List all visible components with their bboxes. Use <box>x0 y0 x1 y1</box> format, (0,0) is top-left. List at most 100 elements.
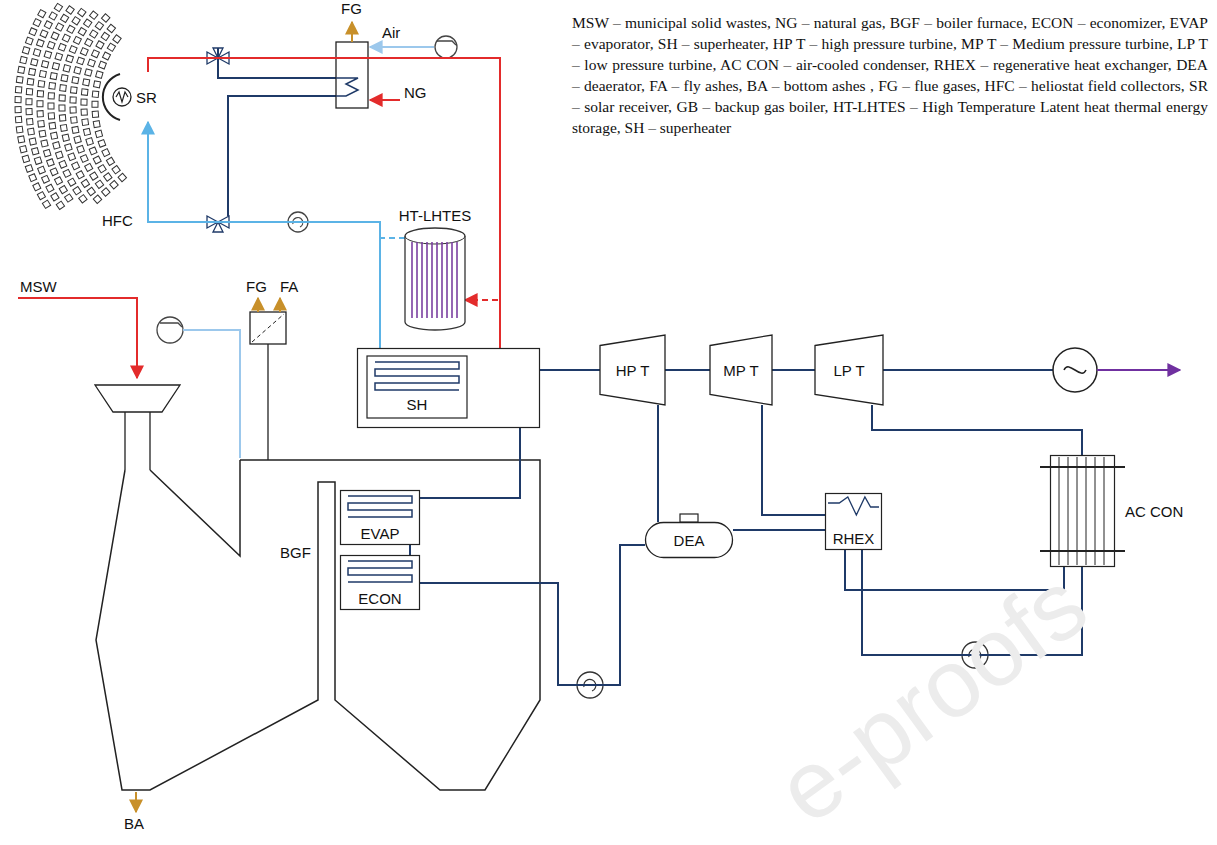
pcm-tube <box>421 242 423 318</box>
heliostat-mirror <box>54 3 62 11</box>
receiver-coil <box>116 92 128 102</box>
heliostat-mirror <box>61 75 68 82</box>
pipe-connector <box>420 428 520 498</box>
heliostat-mirror <box>85 39 93 47</box>
pcm-tube <box>451 242 453 318</box>
component-label: LP T <box>833 362 864 379</box>
pipe-connector <box>409 545 411 555</box>
heliostat-mirror <box>98 140 106 148</box>
condenser-tube <box>1104 457 1105 565</box>
heliostat-mirror <box>68 178 76 186</box>
heliostat-mirror <box>60 85 67 92</box>
heliostat-mirror <box>37 101 43 107</box>
component-label: ECON <box>358 590 401 607</box>
turbine: MP T <box>710 335 772 405</box>
heliostat-mirror <box>73 36 81 44</box>
heliostat-mirror <box>83 128 90 135</box>
heliostat-mirror <box>93 121 100 128</box>
heliostat-mirror <box>33 19 41 27</box>
heliostat-mirror <box>48 113 54 119</box>
heliostat-mirror <box>81 99 87 105</box>
heliostat-mirror <box>50 73 57 80</box>
heliostat-mirror <box>44 21 52 29</box>
pcm-tube <box>431 242 433 318</box>
heliostat-mirror <box>44 51 52 59</box>
heliostat-mirror <box>58 43 66 51</box>
heliostat-mirror <box>87 187 95 195</box>
heliostat-mirror <box>107 24 115 32</box>
turbine-shaft <box>883 369 1053 371</box>
heliostat-mirror <box>81 89 88 96</box>
heliostat-mirror <box>41 140 48 147</box>
heliostat-mirror <box>70 107 76 113</box>
three-way-valve <box>207 216 229 232</box>
tube-coil <box>348 496 412 517</box>
heliostat-mirror <box>95 130 102 137</box>
stream-label: MSW <box>20 278 57 295</box>
deaerator-drum: DEA <box>645 522 733 558</box>
stream-label: Air <box>382 24 400 41</box>
heliostat-mirror <box>46 184 54 192</box>
heliostat-mirror <box>22 47 29 54</box>
heliostat-mirror <box>102 52 110 60</box>
heliostat-mirror <box>104 173 112 181</box>
turbine: HP T <box>600 335 665 405</box>
turbine: LP T <box>815 335 883 405</box>
pipe-connector <box>148 58 500 348</box>
air-arrow <box>370 46 434 48</box>
heliostat-mirror <box>66 55 74 63</box>
heliostat-mirror <box>92 91 99 98</box>
heliostat-mirror <box>48 103 54 109</box>
heliostat-mirror <box>89 147 97 155</box>
heliostat-mirror <box>36 39 44 47</box>
heliostat-mirror <box>27 78 34 85</box>
condenser-tube <box>1068 457 1069 565</box>
stream-label: HFC <box>102 212 133 229</box>
heliostat-mirror <box>29 28 37 36</box>
heliostat-mirror <box>74 67 81 74</box>
heliostat-mirror <box>85 69 92 76</box>
heliostat-mirror <box>82 119 89 126</box>
component-label: BGF <box>280 544 311 561</box>
heliostat-mirror <box>48 93 54 99</box>
flue-gas-arrow <box>257 298 259 312</box>
pcm-tube <box>436 242 438 318</box>
watermark: e-proofs <box>760 553 1104 841</box>
component-label: RHEX <box>833 530 875 547</box>
pipe-connector <box>733 529 825 531</box>
node-outline <box>405 228 465 330</box>
heliostat-mirror <box>52 63 59 70</box>
bottom-ash-arrow <box>135 792 137 812</box>
heliostat-mirror <box>37 91 43 97</box>
heliostat-mirror <box>63 65 70 72</box>
combustion-air-line <box>183 330 240 458</box>
abbreviation-list: MSW – municipal solid wastes, NG – natur… <box>572 12 1208 138</box>
component-label: MP T <box>723 362 758 379</box>
component-label: AC CON <box>1125 503 1183 520</box>
msw-feed-arrow <box>18 298 137 378</box>
heliostat-mirror <box>42 200 50 208</box>
heliostat-mirror <box>49 12 57 20</box>
condenser-header <box>1040 466 1125 468</box>
heliostat-mirror <box>51 32 59 40</box>
tube-coil <box>375 362 459 390</box>
heliostat-mirror <box>102 149 110 157</box>
pipe-connector <box>762 405 825 515</box>
pipe-connector <box>148 122 405 238</box>
heliostat-mirror <box>32 148 39 155</box>
heliostat-mirror <box>93 156 101 164</box>
heliostat-mirror <box>95 22 103 30</box>
heliostat-mirror <box>38 81 45 88</box>
heliostat-mirror <box>47 41 55 49</box>
heliostat-mirror <box>55 151 63 159</box>
heliostat-mirror <box>56 201 64 209</box>
gas-boiler-pipe <box>218 48 336 78</box>
heliostat-mirror <box>106 157 114 165</box>
tube-coil <box>828 497 879 515</box>
heliostat-mirror <box>102 188 110 196</box>
pcm-tube <box>456 242 458 318</box>
heliostat-mirror <box>39 70 46 77</box>
flue-gas-duct <box>267 344 268 460</box>
heliostat-mirror <box>18 136 25 143</box>
